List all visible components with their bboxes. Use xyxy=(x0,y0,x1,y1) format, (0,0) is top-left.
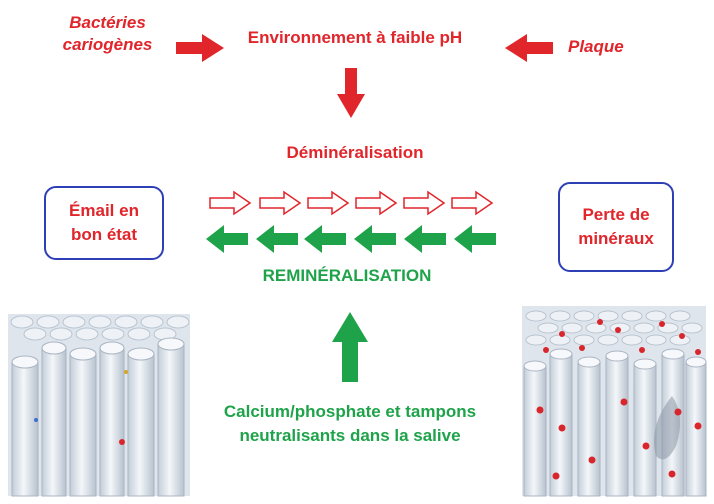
mineral-loss-label: Perte de minéraux xyxy=(578,205,654,248)
saliva-label: Calcium/phosphate et tampons neutralisan… xyxy=(223,402,477,445)
bacteria-label: Bactéries cariogènes xyxy=(62,13,153,54)
right-arrow-icon xyxy=(176,34,224,62)
plaque-label: Plaque xyxy=(568,37,624,56)
down-arrow-icon xyxy=(337,68,365,118)
remineralisation-label: REMINÉRALISATION xyxy=(262,266,432,285)
demineralised-enamel-rods-image xyxy=(522,306,707,497)
solid-left-arrow-icon xyxy=(206,225,496,253)
up-arrow-icon xyxy=(332,312,368,382)
mineral-loss-box: Perte de minéraux xyxy=(558,182,674,272)
demineralisation-label: Déminéralisation xyxy=(286,143,424,162)
healthy-enamel-label: Émail en bon état xyxy=(69,201,139,244)
left-arrow-icon xyxy=(505,34,553,62)
healthy-enamel-box: Émail en bon état xyxy=(44,186,164,260)
low-ph-label: Environnement à faible pH xyxy=(247,28,463,47)
hollow-right-arrow-icon xyxy=(209,190,494,216)
healthy-enamel-rods-image xyxy=(8,314,190,497)
